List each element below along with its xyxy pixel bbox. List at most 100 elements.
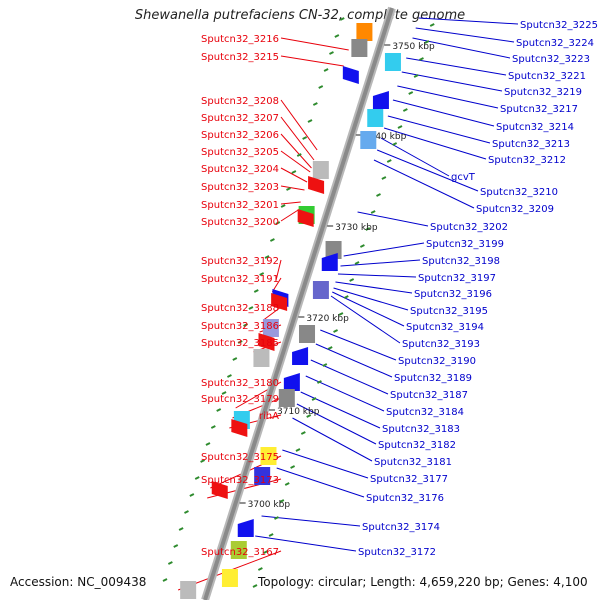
leader-line [333, 287, 409, 311]
leader-line [280, 209, 299, 222]
gene-label-right[interactable]: Sputcn32_3217 [500, 104, 578, 115]
gene-label-right[interactable]: Sputcn32_3189 [394, 373, 472, 384]
gene-label-left[interactable]: Sputcn32_3208 [201, 96, 279, 107]
gene-label-left[interactable]: Sputcn32_3207 [201, 113, 279, 124]
gene-block[interactable] [221, 569, 238, 587]
gene-label-right[interactable]: Sputcn32_3195 [410, 306, 488, 317]
gene-arrow[interactable] [372, 91, 389, 109]
gene-arrow[interactable] [308, 176, 325, 194]
gene-label-right[interactable]: Sputcn32_3221 [508, 71, 586, 82]
gene-label-left[interactable]: Sputcn32_3206 [201, 130, 279, 141]
gene-block[interactable] [230, 541, 247, 559]
gene-arrow[interactable] [283, 373, 300, 391]
gene-arrow[interactable] [292, 347, 309, 365]
leader-line [292, 417, 373, 462]
gene-label-left[interactable]: Sputcn32_3173 [201, 475, 279, 486]
gene-block[interactable] [278, 389, 295, 407]
kbp-marker: 3720 kbp [306, 314, 349, 324]
track-dot [221, 391, 227, 395]
gene-label-left[interactable]: Sputcn32_3201 [201, 200, 279, 211]
gene-label-right[interactable]: Sputcn32_3174 [362, 522, 440, 533]
gene-label-right[interactable]: Sputcn32_3199 [426, 239, 504, 250]
gene-label-right[interactable]: Sputcn32_3224 [516, 38, 594, 49]
gene-label-left[interactable]: Sputcn32_3188 [201, 303, 279, 314]
kbp-marker: 3700 kbp [248, 500, 291, 510]
gene-label-right[interactable]: Sputcn32_3184 [386, 407, 464, 418]
gene-label-right[interactable]: Sputcn32_3193 [402, 339, 480, 350]
gene-label-left[interactable]: rihA [259, 411, 279, 422]
gene-label-left[interactable]: Sputcn32_3185 [201, 338, 279, 349]
leader-line [337, 273, 417, 278]
gene-label-right[interactable]: Sputcn32_3176 [366, 493, 444, 504]
gene-arrow[interactable] [258, 333, 275, 351]
leader-line [280, 133, 312, 169]
gene-label-right[interactable]: Sputcn32_3187 [390, 390, 468, 401]
track-dot [210, 425, 216, 429]
gene-arrow[interactable] [231, 419, 248, 437]
gene-label-right[interactable]: Sputcn32_3219 [504, 87, 582, 98]
gene-label-right[interactable]: Sputcn32_3197 [418, 273, 496, 284]
gene-label-left[interactable]: Sputcn32_3192 [201, 256, 279, 267]
gene-label-left[interactable]: Sputcn32_3205 [201, 147, 279, 158]
track-dot [338, 312, 344, 316]
gene-block[interactable] [356, 23, 373, 41]
gene-block[interactable] [312, 281, 329, 299]
gene-label-left[interactable]: Sputcn32_3200 [201, 217, 279, 228]
gene-label-right[interactable]: Sputcn32_3198 [422, 256, 500, 267]
gene-block[interactable] [180, 581, 197, 599]
gene-label-right[interactable]: Sputcn32_3183 [382, 424, 460, 435]
gene-block[interactable] [262, 319, 279, 337]
gene-label-left[interactable]: Sputcn32_3175 [201, 452, 279, 463]
gene-arrow[interactable] [321, 253, 338, 271]
leader-line [280, 185, 305, 191]
gene-label-right[interactable]: Sputcn32_3194 [406, 322, 484, 333]
leader-line [315, 343, 393, 378]
gene-arrow[interactable] [271, 293, 288, 311]
leader-line [392, 99, 495, 127]
gene-label-right[interactable]: Sputcn32_3223 [512, 54, 590, 65]
gene-arrow[interactable] [297, 209, 314, 227]
gene-block[interactable] [299, 325, 316, 343]
gene-block[interactable] [384, 53, 401, 71]
gene-label-left[interactable]: Sputcn32_3186 [201, 321, 279, 332]
track-dot [311, 397, 317, 401]
gene-arrow[interactable] [237, 519, 254, 537]
gene-block[interactable] [351, 39, 368, 57]
gene-label-right[interactable]: Sputcn32_3181 [374, 457, 452, 468]
gene-label-left[interactable]: Sputcn32_3180 [201, 378, 279, 389]
gene-arrow[interactable] [342, 66, 359, 84]
gene-label-right[interactable]: Sputcn32_3212 [488, 155, 566, 166]
gene-label-left[interactable]: Sputcn32_3179 [201, 394, 279, 405]
gene-label-right[interactable]: Sputcn32_3202 [430, 222, 508, 233]
gene-block[interactable] [260, 447, 277, 465]
gene-block[interactable] [367, 109, 384, 127]
gene-block[interactable] [360, 131, 377, 149]
gene-block[interactable] [254, 467, 271, 485]
gene-label-left[interactable]: Sputcn32_3215 [201, 52, 279, 63]
track-dot [329, 51, 334, 55]
track-dot [280, 204, 286, 208]
leader-line [387, 115, 491, 144]
gene-label-right[interactable]: Sputcn32_3213 [492, 139, 570, 150]
kbp-marker: 3740 kbp [364, 132, 407, 142]
gene-block[interactable] [312, 161, 329, 179]
gene-label-right[interactable]: gcvT [451, 172, 476, 183]
gene-label-right[interactable]: Sputcn32_3196 [414, 289, 492, 300]
gene-label-right[interactable]: Sputcn32_3225 [520, 20, 598, 31]
gene-label-left[interactable]: Sputcn32_3204 [201, 164, 279, 175]
gene-label-right[interactable]: Sputcn32_3210 [480, 187, 558, 198]
gene-label-left[interactable]: Sputcn32_3191 [201, 274, 279, 285]
gene-label-left[interactable]: Sputcn32_3167 [201, 547, 279, 558]
gene-block[interactable] [253, 349, 270, 367]
gene-label-right[interactable]: Sputcn32_3172 [358, 547, 436, 558]
leader-line [280, 37, 349, 51]
gene-label-right[interactable]: Sputcn32_3190 [398, 356, 476, 367]
gene-label-right[interactable]: Sputcn32_3209 [476, 204, 554, 215]
gene-label-right[interactable]: Sputcn32_3214 [496, 122, 574, 133]
gene-arrow[interactable] [211, 481, 228, 499]
gene-label-right[interactable]: Sputcn32_3182 [378, 440, 456, 451]
gene-label-left[interactable]: Sputcn32_3216 [201, 34, 279, 45]
track-dot [274, 516, 279, 520]
gene-label-right[interactable]: Sputcn32_3177 [370, 474, 448, 485]
gene-label-left[interactable]: Sputcn32_3203 [201, 182, 279, 193]
